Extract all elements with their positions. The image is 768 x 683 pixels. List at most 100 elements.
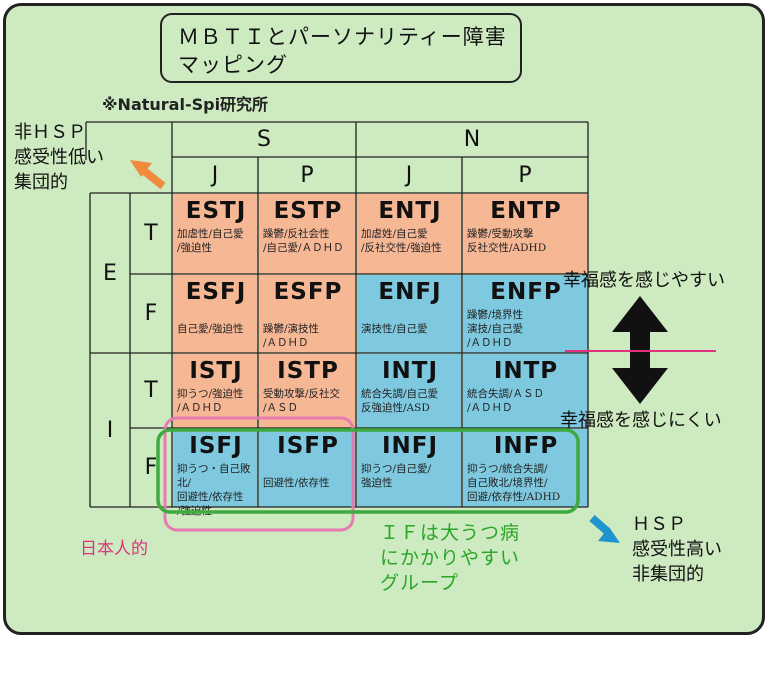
traits: 統合失調/自己愛反強迫性/ASD — [361, 387, 459, 415]
trait-line: 躁鬱/受動攻撃 — [467, 228, 534, 240]
trait-line: /反社交性/強迫性 — [361, 242, 442, 254]
hsp-label: ＨＳＰ 感受性高い 非集団的 — [632, 512, 722, 587]
happy-hard-label: 幸福感を感じにくい — [560, 410, 722, 431]
trait-line: 統合失調/自己愛 — [361, 388, 439, 400]
if-group-highlight-box — [156, 428, 580, 514]
type-code: ENFJ — [378, 279, 442, 305]
cell-intp: INTP 統合失調/ＡＳＤ/ＡＤＨＤ — [463, 354, 588, 428]
cell-intj: INTJ 統合失調/自己愛反強迫性/ASD — [357, 354, 462, 428]
trait-line: 受動攻撃/反社交 — [263, 388, 341, 400]
trait-line: /強迫性 — [177, 242, 213, 254]
traits: 躁鬱/反社会性/自己愛/ＡＤＨＤ — [263, 227, 353, 255]
trait-line: /ＡＳＤ — [263, 402, 299, 414]
trait-line: /ＡＤＨＤ — [177, 402, 223, 414]
trait-line: 演技性/自己愛 — [361, 323, 428, 335]
trait-line: 抑うつ/自己愛/ — [361, 463, 432, 475]
traits: 躁鬱/演技性/ＡＤＨＤ — [263, 308, 353, 350]
trait-line: 強迫性 — [361, 477, 393, 489]
type-code: ESFJ — [185, 279, 247, 305]
type-code: INFP — [493, 433, 559, 459]
title-box: ＭＢＴＩとパーソナリティー障害 マッピング — [160, 13, 522, 83]
if-group-label: ＩＦは大うつ病 にかかりやすい グループ — [380, 521, 520, 596]
header-n: N — [463, 127, 481, 152]
type-code: ESTJ — [185, 198, 247, 224]
title-line-2: マッピング — [178, 53, 288, 77]
trait-line: 躁鬱/反社会性 — [263, 228, 330, 240]
traits: 加虐姓/自己愛/反社交性/強迫性 — [361, 227, 459, 255]
header-f2: F — [144, 455, 158, 480]
header-s: S — [257, 127, 271, 152]
type-code: ENTP — [490, 198, 562, 224]
title-line-1: ＭＢＴＩとパーソナリティー障害 — [178, 25, 507, 49]
cell-infp: INFP 抑うつ/統合失調/自己敗北/境界性/回避/依存性/ADHD — [463, 429, 588, 507]
if-group-line-2: にかかりやすい — [380, 547, 521, 569]
trait-line: 躁鬱/境界性 — [467, 309, 524, 321]
traits: 統合失調/ＡＳＤ/ＡＤＨＤ — [467, 387, 585, 415]
cell-istp: ISTP 受動攻撃/反社交/ＡＳＤ — [259, 354, 356, 428]
traits: 抑うつ/自己愛/強迫性 — [361, 462, 459, 490]
hsp-line-3: 非集団的 — [632, 564, 704, 585]
trait-line: 自己愛/強迫性 — [177, 323, 244, 335]
grid-lines — [85, 121, 589, 508]
type-code: ENTJ — [378, 198, 442, 224]
non-hsp-label: 非ＨＳＰ 感受性低い 集団的 — [14, 120, 104, 195]
cell-infj: INFJ 抑うつ/自己愛/強迫性 — [357, 429, 462, 507]
trait-line: /ＡＤＨＤ — [263, 337, 309, 349]
if-group-line-3: グループ — [380, 572, 459, 594]
type-code: ISTP — [277, 358, 339, 384]
type-code: INTJ — [381, 358, 439, 384]
traits: 抑うつ/統合失調/自己敗北/境界性/回避/依存性/ADHD — [467, 462, 585, 504]
trait-line: 抑うつ/強迫性 — [177, 388, 244, 400]
non-hsp-line-2: 感受性低い — [14, 147, 104, 168]
header-f1: F — [144, 301, 158, 326]
traits: 受動攻撃/反社交/ＡＳＤ — [263, 387, 353, 415]
traits: 回避性/依存性 — [263, 462, 353, 490]
header-p2: P — [518, 162, 532, 188]
trait-line: 回避性/依存性 — [263, 477, 330, 489]
cell-estj: ESTJ 加虐性/自己愛/強迫性 — [173, 194, 258, 274]
non-hsp-line-3: 集団的 — [14, 172, 68, 193]
trait-line: 抑うつ・自己敗北/ — [177, 463, 251, 489]
hsp-line-2: 感受性高い — [632, 539, 722, 560]
trait-line: /自己愛/ＡＤＨＤ — [263, 242, 344, 254]
cell-entj: ENTJ 加虐姓/自己愛/反社交性/強迫性 — [357, 194, 462, 274]
non-hsp-line-1: 非ＨＳＰ — [14, 122, 86, 143]
traits: 自己愛/強迫性 — [177, 308, 255, 336]
type-code: ENFP — [490, 279, 562, 305]
happy-easy-label: 幸福感を感じやすい — [563, 270, 725, 291]
trait-line: 自己敗北/境界性/ — [467, 477, 548, 489]
orange-arrow-icon — [130, 160, 166, 190]
cell-isfj: ISFJ 抑うつ・自己敗北/回避性/依存性/強迫性 — [173, 429, 258, 517]
type-code: INFJ — [381, 433, 439, 459]
header-t1: T — [144, 221, 158, 246]
header-i: I — [106, 417, 114, 443]
trait-line: 反強迫性/ASD — [361, 402, 430, 414]
type-code: ISFP — [277, 433, 339, 459]
type-code: ESFP — [273, 279, 343, 305]
header-j1: J — [211, 162, 219, 188]
trait-line: 回避性/依存性 — [177, 491, 244, 503]
cell-esfp: ESFP 躁鬱/演技性/ＡＤＨＤ — [259, 275, 356, 353]
trait-line: 抑うつ/統合失調/ — [467, 463, 548, 475]
type-code: ISFJ — [189, 433, 243, 459]
trait-line: 躁鬱/演技性 — [263, 323, 320, 335]
hsp-line-1: ＨＳＰ — [632, 514, 686, 535]
trait-line: 回避/依存性/ADHD — [467, 491, 561, 503]
header-j2: J — [405, 162, 413, 188]
header-t2: T — [144, 378, 158, 403]
trait-line: 演技/自己愛 — [467, 323, 524, 335]
trait-line: 加虐姓/自己愛 — [361, 228, 428, 240]
traits: 躁鬱/境界性演技/自己愛/ＡＤＨＤ — [467, 308, 585, 350]
cell-esfj: ESFJ 自己愛/強迫性 — [173, 275, 258, 353]
type-code: INTP — [493, 358, 559, 384]
japanese-label: 日本人的 — [80, 539, 148, 559]
cell-isfp: ISFP 回避性/依存性 — [259, 429, 356, 507]
traits: 加虐性/自己愛/強迫性 — [177, 227, 255, 255]
if-group-line-1: ＩＦは大うつ病 — [380, 522, 521, 544]
trait-line: 統合失調/ＡＳＤ — [467, 388, 545, 400]
traits: 抑うつ・自己敗北/回避性/依存性/強迫性 — [177, 462, 255, 518]
